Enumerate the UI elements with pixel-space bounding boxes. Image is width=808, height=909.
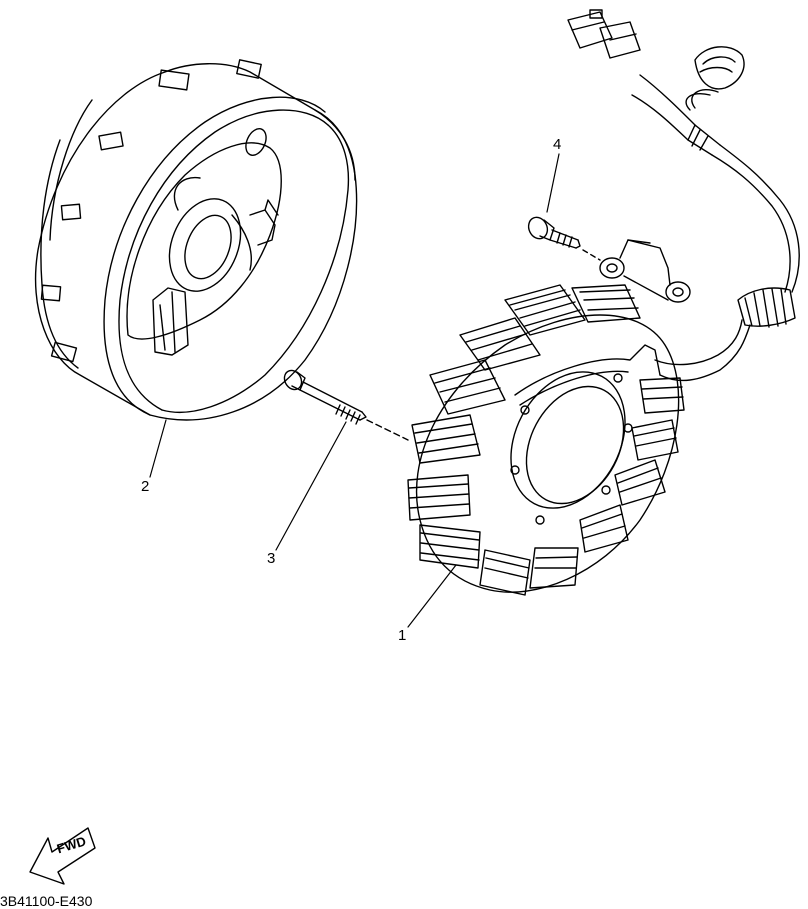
- screw-short: [525, 214, 600, 260]
- callout-part-1: 1: [398, 627, 407, 644]
- callout-part-3: 3: [267, 550, 276, 567]
- rotor-flywheel: [36, 60, 357, 420]
- fwd-arrow-icon: [30, 828, 95, 884]
- leader-line-2: [150, 420, 166, 477]
- wire-clamp: [600, 240, 690, 302]
- diagram-code: 3B41100-E430: [0, 893, 93, 909]
- leader-lines: [150, 154, 559, 627]
- leader-line-4: [547, 154, 559, 212]
- bolt-long: [281, 367, 408, 440]
- callout-part-4: 4: [553, 136, 562, 153]
- stator-assembly: [408, 10, 799, 595]
- leader-line-3: [276, 422, 346, 550]
- callout-part-2: 2: [141, 478, 150, 495]
- leader-line-1: [408, 565, 456, 627]
